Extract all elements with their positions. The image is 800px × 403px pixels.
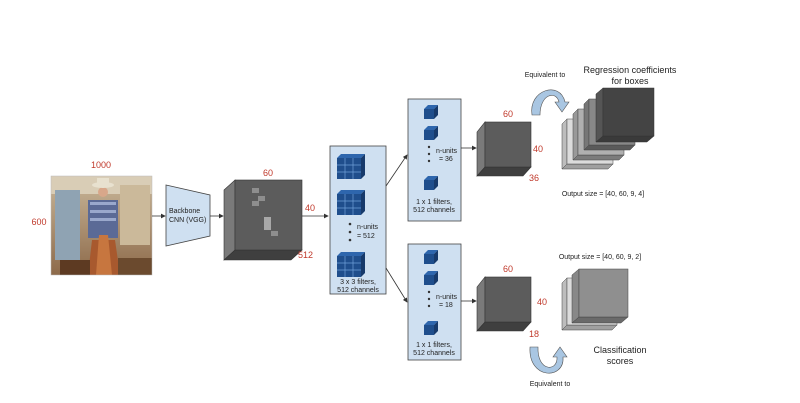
- cls-caption-line1: 1 x 1 filters,: [416, 342, 452, 349]
- reg-cube-width-label: 60: [503, 109, 513, 119]
- conv3x3-filter-cube: [337, 252, 365, 277]
- cls-cube-width-label: 60: [503, 264, 513, 274]
- reg-equivalent-label: Equivalent to: [525, 72, 566, 79]
- backbone-label-line2: CNN (VGG): [169, 217, 206, 224]
- conv3x3-units-line1: n-units: [357, 224, 379, 231]
- conv3x3-caption-line2: 512 channels: [337, 287, 379, 294]
- cls-output-stack: [561, 268, 629, 331]
- reg-output-cube: [476, 121, 532, 177]
- reg-caption-line2: 512 channels: [413, 207, 455, 214]
- ellipsis-dots: [348, 222, 352, 242]
- reg-output-title-line2: for boxes: [611, 76, 649, 86]
- cls-cube-height-label: 40: [537, 297, 547, 307]
- reg-filter-cube: [424, 126, 438, 140]
- cls-units-line2: = 18: [439, 302, 453, 309]
- conv3x3-units-line2: = 512: [357, 233, 375, 240]
- cls-filter-cube: [424, 271, 438, 285]
- feature-map-height-label: 40: [305, 203, 315, 213]
- cls-filter-cube: [424, 321, 438, 335]
- cls-output-title-line2: scores: [607, 356, 634, 366]
- image-height-label: 600: [31, 217, 46, 227]
- conv3x3-caption-line1: 3 x 3 filters,: [340, 279, 376, 286]
- cls-cube-depth-label: 18: [529, 329, 539, 339]
- cls-output-cube: [476, 276, 532, 332]
- feature-map-depth-label: 512: [298, 250, 313, 260]
- reg-conv1x1-panel: [407, 98, 462, 222]
- cls-equivalent-label: Equivalent to: [530, 381, 571, 388]
- cls-output-size: Output size = [40, 60, 9, 2]: [559, 254, 641, 261]
- cls-caption-line2: 512 channels: [413, 350, 455, 357]
- image-width-label: 1000: [91, 160, 111, 170]
- arrow-conv-to-cls-branch: [385, 267, 408, 303]
- conv3x3-filter-cube: [337, 190, 365, 215]
- cls-output-title-line1: Classification: [593, 345, 646, 355]
- input-image: [50, 175, 153, 276]
- backbone-trapezoid: [165, 184, 211, 247]
- cls-filter-cube: [424, 250, 438, 264]
- reg-output-stack: [561, 87, 655, 170]
- reg-caption-line1: 1 x 1 filters,: [416, 199, 452, 206]
- reg-filter-cube: [424, 176, 438, 190]
- reg-units-line1: n-units: [436, 148, 458, 155]
- ellipsis-dots: [427, 145, 431, 163]
- arrow-conv-to-reg-branch: [385, 154, 408, 187]
- reg-cube-depth-label: 36: [529, 173, 539, 183]
- curved-arrow-icon: [529, 346, 568, 374]
- reg-cube-height-label: 40: [533, 144, 543, 154]
- reg-filter-cube: [424, 105, 438, 119]
- curved-arrow-icon: [531, 89, 570, 116]
- reg-units-line2: = 36: [439, 156, 453, 163]
- reg-output-size: Output size = [40, 60, 9, 4]: [562, 191, 644, 198]
- backbone-label-line1: Backbone: [169, 208, 200, 215]
- reg-output-title-line1: Regression coefficients: [584, 65, 677, 75]
- conv3x3-filter-cube: [337, 154, 365, 179]
- ellipsis-dots: [427, 290, 431, 308]
- feature-map-cube: [223, 179, 303, 261]
- feature-map-width-label: 60: [263, 168, 273, 178]
- cls-units-line1: n-units: [436, 294, 458, 301]
